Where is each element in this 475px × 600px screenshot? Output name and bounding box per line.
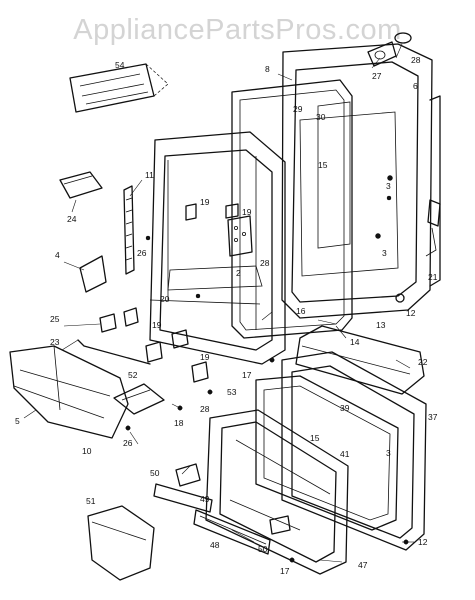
label-19: 19 — [200, 352, 210, 362]
crisper-front-panel — [9, 345, 129, 439]
leader-lines — [23, 43, 414, 563]
freezer-door-gasket — [255, 375, 399, 531]
top-vent-grille — [69, 63, 169, 113]
door-shelf-bin — [295, 325, 425, 395]
label-25: 25 — [50, 314, 60, 324]
label-5: 5 — [15, 416, 20, 426]
label-6: 6 — [413, 81, 418, 91]
label-19: 19 — [200, 197, 210, 207]
label-8: 8 — [265, 64, 270, 74]
label-17: 17 — [242, 370, 252, 380]
label-3: 3 — [386, 181, 391, 191]
site-watermark: AppliancePartsPros.com — [73, 14, 402, 46]
label-14: 14 — [350, 337, 360, 347]
label-2: 2 — [236, 268, 241, 278]
label-30: 30 — [316, 112, 326, 122]
label-3: 3 — [386, 448, 391, 458]
label-26: 26 — [123, 438, 133, 448]
small-tray — [59, 171, 103, 199]
label-41: 41 — [340, 449, 350, 459]
door-hinge-parts — [375, 175, 441, 303]
upper-door-gasket — [231, 79, 353, 339]
label-48: 48 — [210, 540, 220, 550]
label-39: 39 — [340, 403, 350, 413]
label-15: 15 — [310, 433, 320, 443]
label-4: 4 — [55, 250, 60, 260]
label-19: 19 — [242, 207, 252, 217]
door-handle-cap — [367, 32, 412, 67]
label-29: 29 — [293, 104, 303, 114]
label-24: 24 — [67, 214, 77, 224]
label-27: 27 — [372, 71, 382, 81]
label-17: 17 — [280, 566, 290, 576]
label-13: 13 — [376, 320, 386, 330]
label-52: 52 — [128, 370, 138, 380]
part-number-labels: 28 27 8 29 30 6 54 15 3 3 11 19 19 24 4 … — [15, 55, 438, 576]
label-21: 21 — [428, 272, 438, 282]
label-37: 37 — [428, 412, 438, 422]
label-23: 23 — [50, 337, 60, 347]
crisper-cover — [113, 383, 165, 415]
freezer-door-liner — [205, 409, 349, 575]
label-20: 20 — [160, 294, 170, 304]
door-bins — [87, 463, 291, 581]
shelf-ladder-rail — [79, 185, 135, 293]
label-50: 50 — [150, 468, 160, 478]
label-28: 28 — [200, 404, 210, 414]
label-19: 19 — [152, 320, 162, 330]
cabinet-liner — [149, 131, 286, 365]
label-47: 47 — [358, 560, 368, 570]
label-16: 16 — [296, 306, 306, 316]
screws — [125, 357, 409, 563]
label-28: 28 — [260, 258, 270, 268]
label-18: 18 — [174, 418, 184, 428]
label-22: 22 — [418, 357, 428, 367]
label-49: 49 — [200, 494, 210, 504]
label-51: 51 — [86, 496, 96, 506]
shelf-brackets — [99, 203, 239, 383]
label-54: 54 — [115, 60, 125, 70]
label-12: 12 — [418, 537, 428, 547]
label-12: 12 — [406, 308, 416, 318]
label-15: 15 — [318, 160, 328, 170]
label-11: 11 — [145, 170, 154, 180]
label-53: 53 — [227, 387, 237, 397]
label-26: 26 — [137, 248, 147, 258]
label-10: 10 — [82, 446, 92, 456]
freezer-door-assembly — [281, 351, 427, 551]
label-28: 28 — [411, 55, 421, 65]
label-50: 50 — [258, 544, 268, 554]
label-3: 3 — [382, 248, 387, 258]
shelf-support-bar — [77, 339, 151, 365]
